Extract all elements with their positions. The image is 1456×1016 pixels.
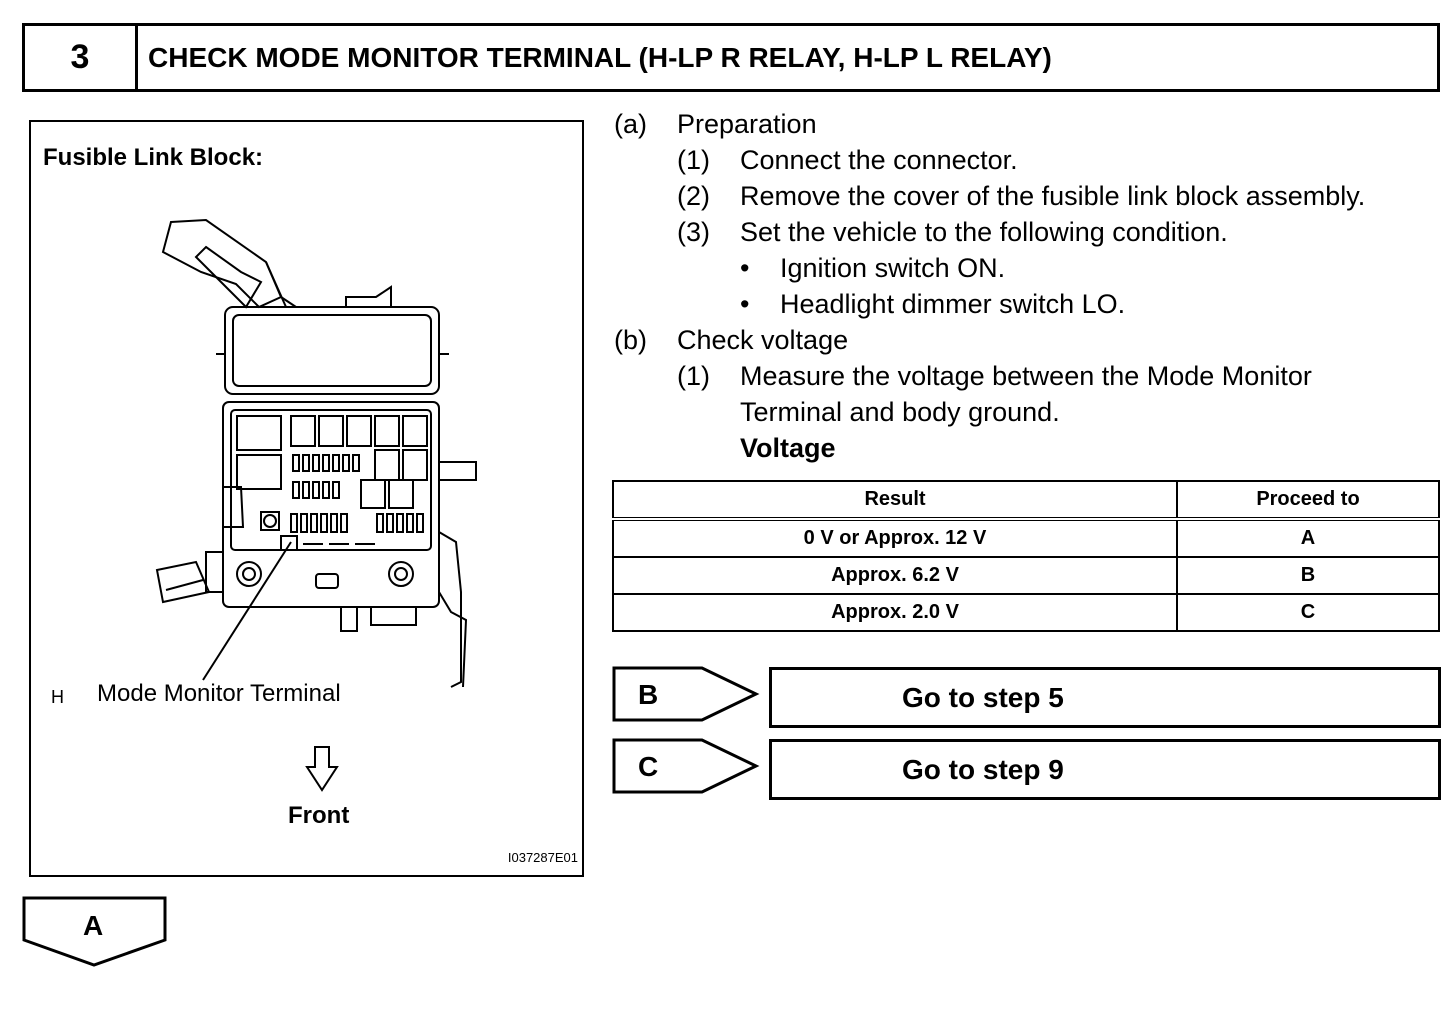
column-header: Proceed to: [1176, 480, 1440, 521]
instruction-text: Measure the voltage between the Mode Mon…: [740, 361, 1312, 391]
go-to-step-5-text: Go to step 5: [902, 681, 1064, 713]
fusible-link-block-drawing: [155, 218, 477, 792]
step-title: CHECK MODE MONITOR TERMINAL (H-LP R RELA…: [148, 41, 1052, 73]
fusible-link-block-figure: Fusible Link Block:: [29, 120, 584, 877]
column-header: Result: [612, 480, 1178, 521]
table-cell: B: [1176, 556, 1440, 595]
go-to-step-9-text: Go to step 9: [902, 753, 1064, 785]
table-cell: Approx. 6.2 V: [612, 556, 1178, 595]
front-arrow-icon: [305, 746, 339, 792]
direction-label: Front: [288, 802, 350, 829]
step-header: 3 CHECK MODE MONITOR TERMINAL (H-LP R RE…: [22, 23, 1440, 92]
callout-label: Mode Monitor Terminal: [97, 680, 341, 707]
bullet-marker: •: [740, 253, 750, 283]
table-cell: C: [1176, 593, 1440, 632]
instruction-marker: (a): [614, 109, 647, 139]
figure-title: Fusible Link Block:: [43, 144, 264, 171]
table-cell: A: [1176, 518, 1440, 558]
instruction-marker: (2): [677, 181, 710, 211]
instruction-marker: (3): [677, 217, 710, 247]
instruction-text: Connect the connector.: [740, 145, 1018, 175]
tag-c-arrow-shape: [612, 738, 760, 794]
instruction-text: Check voltage: [677, 325, 849, 355]
instruction-marker: (1): [677, 145, 710, 175]
instruction-marker: (1): [677, 361, 710, 391]
instruction-text: Preparation: [677, 109, 817, 139]
step-number: 3: [25, 26, 138, 89]
figure-small-letter: H: [51, 687, 64, 707]
tag-a-label: A: [83, 910, 104, 941]
result-table: Result Proceed to 0 V or Approx. 12 V A …: [612, 480, 1440, 632]
table-cell: Approx. 2.0 V: [612, 593, 1178, 632]
voltage-heading: Voltage: [740, 433, 836, 463]
table-row: Approx. 6.2 V B: [612, 556, 1440, 595]
instruction-text: Set the vehicle to the following conditi…: [740, 217, 1228, 247]
go-to-step-5-box: Go to step 5: [769, 667, 1441, 728]
table-header-row: Result Proceed to: [612, 480, 1440, 521]
instruction-marker: (b): [614, 325, 647, 355]
table-row: 0 V or Approx. 12 V A: [612, 518, 1440, 558]
bullet-marker: •: [740, 289, 750, 319]
tag-b-label: B: [638, 679, 659, 710]
table-cell: 0 V or Approx. 12 V: [612, 518, 1178, 558]
tag-c-label: C: [638, 751, 659, 782]
tag-b-arrow-shape: [612, 666, 760, 722]
table-row: Approx. 2.0 V C: [612, 593, 1440, 632]
instruction-text: Terminal and body ground.: [740, 397, 1060, 427]
figure-code: I037287E01: [507, 850, 578, 865]
instruction-text: Ignition switch ON.: [780, 253, 1006, 283]
instruction-text: Remove the cover of the fusible link blo…: [740, 181, 1366, 211]
instruction-text: Headlight dimmer switch LO.: [780, 289, 1126, 319]
tag-a-down-arrow-shape: [22, 896, 167, 967]
go-to-step-9-box: Go to step 9: [769, 739, 1441, 800]
